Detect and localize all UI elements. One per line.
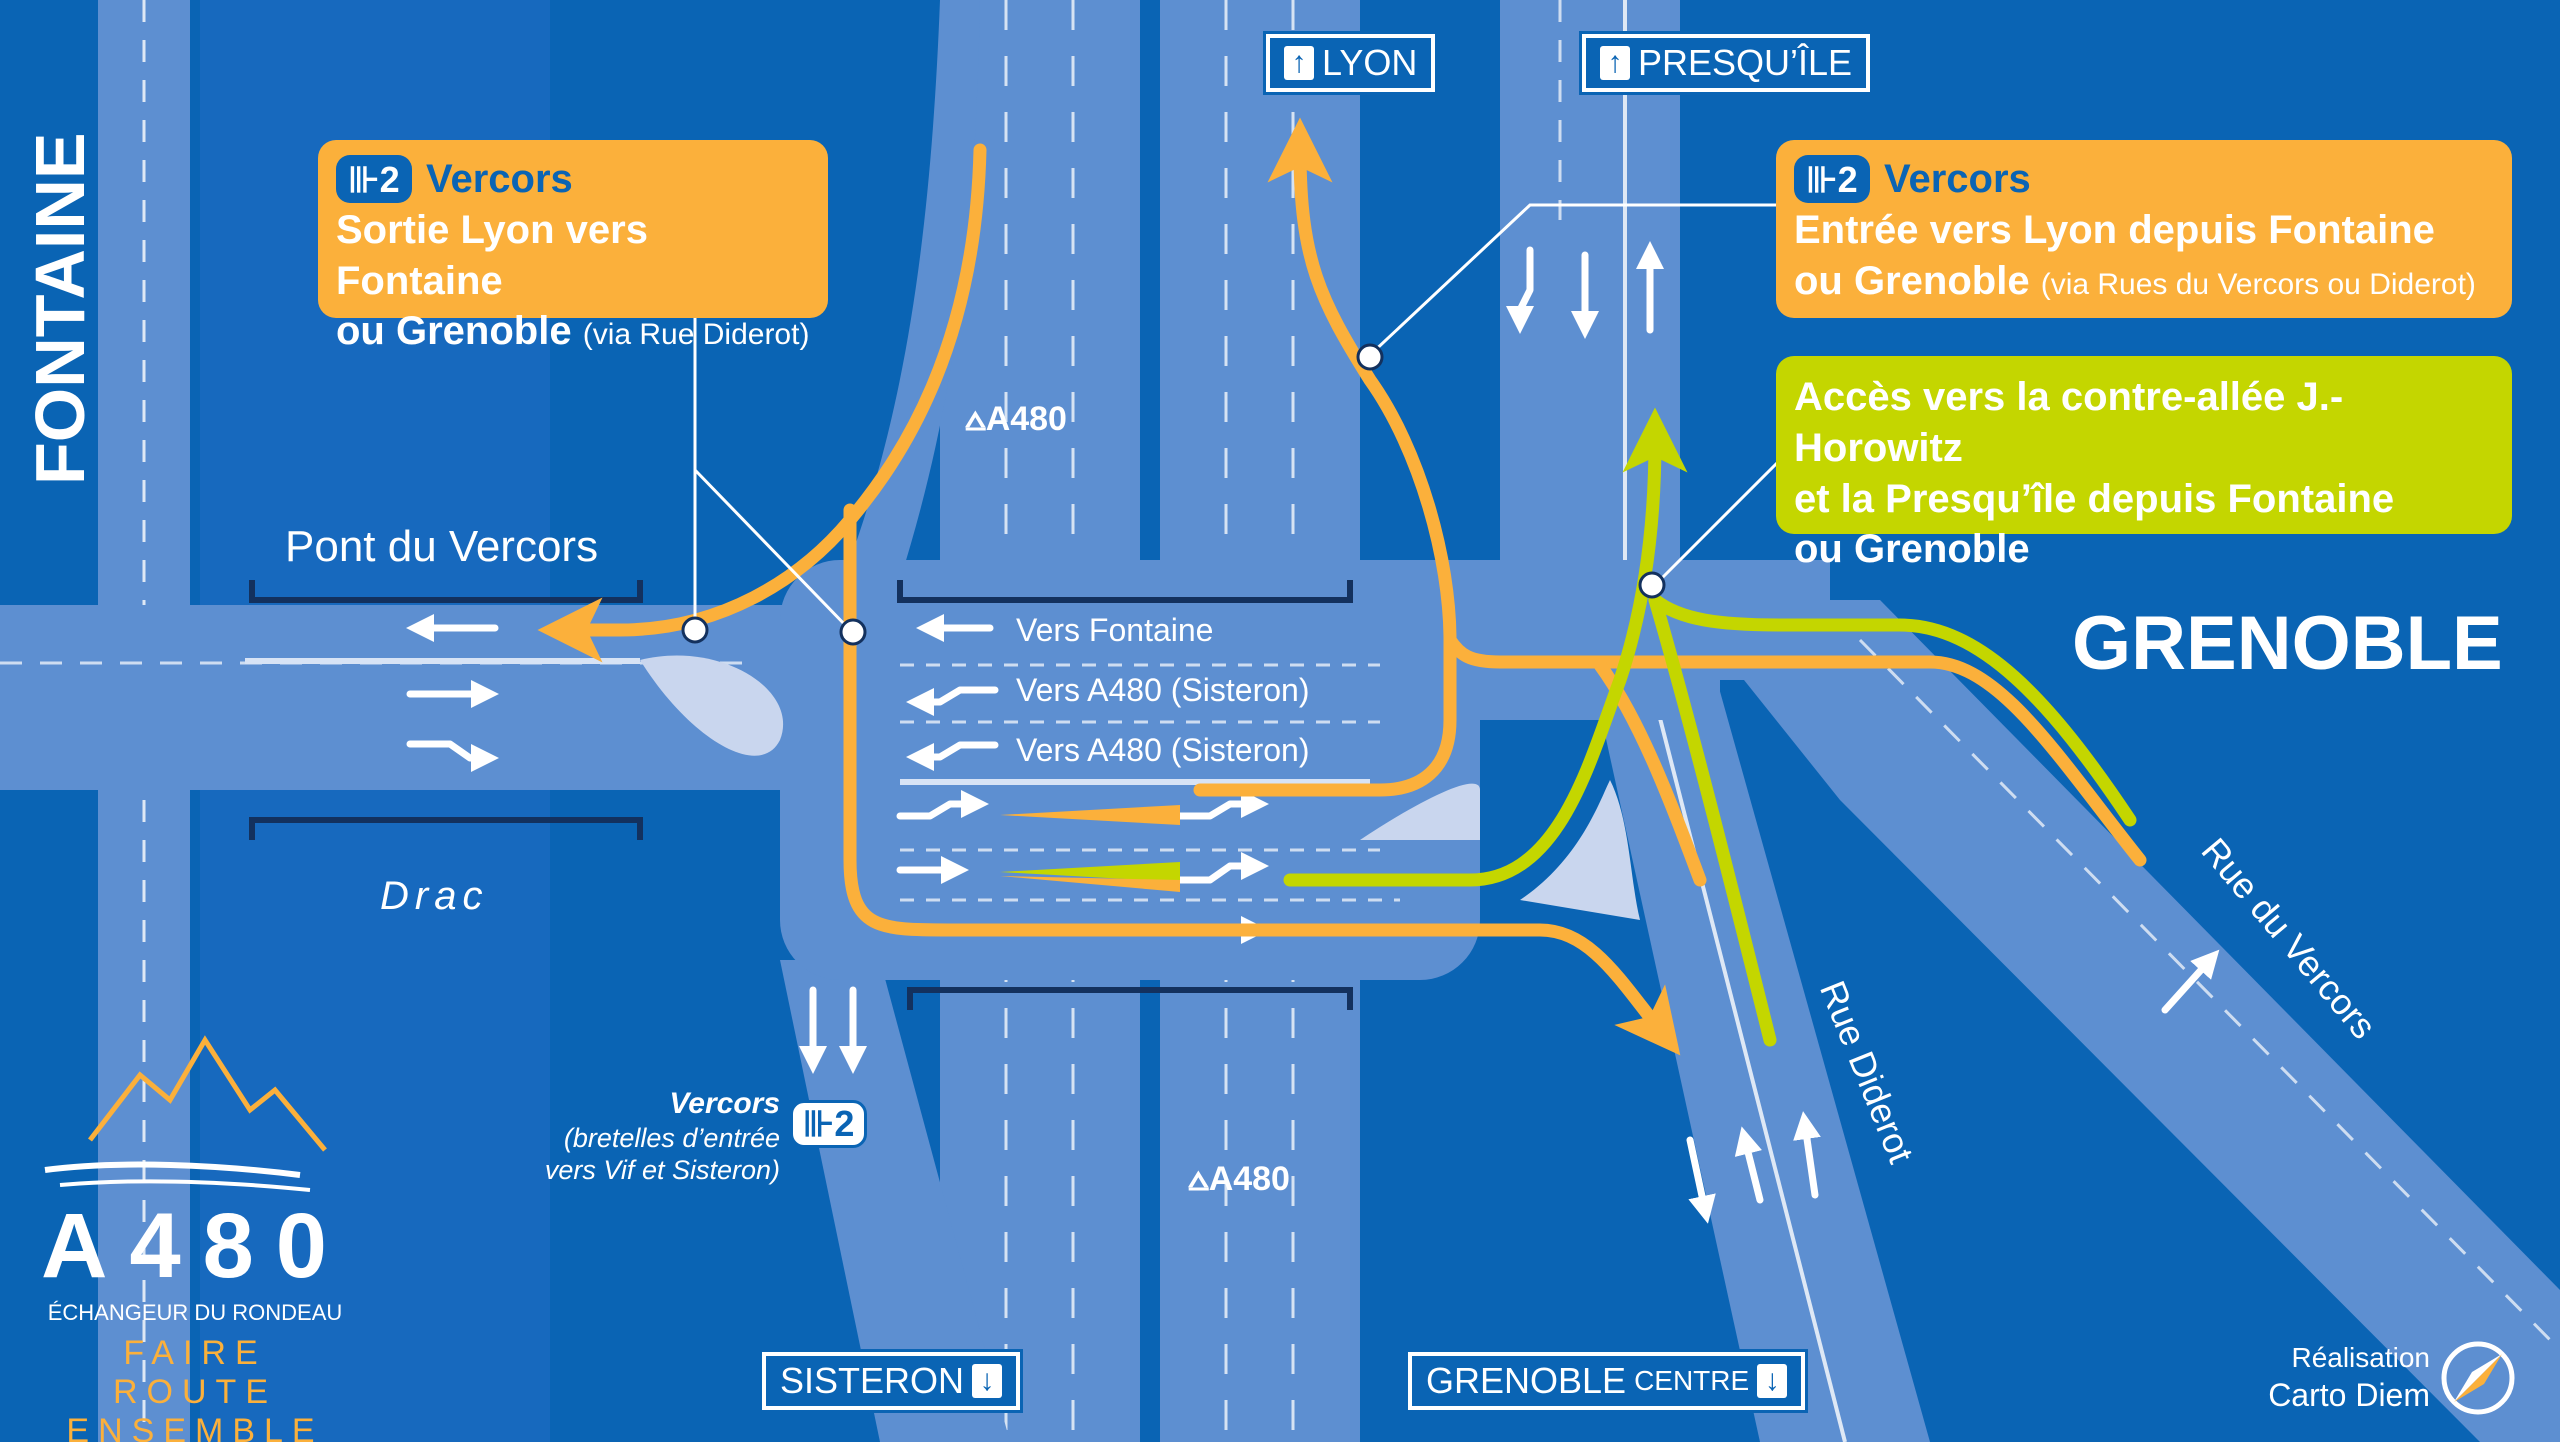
callout-green-line1: Accès vers la contre-allée J.-Horowitz xyxy=(1794,375,2344,470)
island-centre xyxy=(1360,783,1480,840)
lane-label-a480-2: Vers A480 (Sisteron) xyxy=(1016,732,1310,768)
credit-block: Réalisation Carto Diem xyxy=(2230,1340,2430,1415)
leader-dot-sortie xyxy=(681,616,709,644)
callout-right-title: Vercors xyxy=(1884,157,2031,201)
exit-note-title: Vercors xyxy=(669,1087,780,1120)
credit-line1: Réalisation xyxy=(2291,1342,2430,1373)
exit-note-line1: (bretelles d’entrée xyxy=(563,1123,780,1153)
brand-block: A480 ÉCHANGEUR DU RONDEAU FAIRE ROUTE EN… xyxy=(40,1200,350,1442)
sign-centre-label: CENTRE xyxy=(1634,1365,1750,1396)
arrow-down-icon: ↓ xyxy=(972,1364,1003,1398)
exit-note-line2: vers Vif et Sisteron) xyxy=(544,1155,780,1186)
sign-grenoble-label: GRENOBLE xyxy=(1426,1360,1627,1401)
sign-sisteron-label: SISTERON xyxy=(780,1360,965,1401)
arrow-down-icon: ↓ xyxy=(1757,1364,1788,1398)
route-presquile xyxy=(1283,407,1688,887)
bridge-label: Pont du Vercors xyxy=(285,522,599,571)
lane-label-a480-1: Vers A480 (Sisteron) xyxy=(1016,672,1310,708)
route-entree-lyon xyxy=(1193,150,1457,797)
motorway-icon: ⩟ xyxy=(965,400,986,438)
arrow-up-icon: ↑ xyxy=(1600,46,1630,80)
leader-dot-entree xyxy=(1356,343,1384,371)
route-rue-diderot xyxy=(1373,923,1681,1056)
motorway-label-bottom: ⩟A480 xyxy=(1188,1160,1290,1199)
callout-left-line2: ou Grenoble xyxy=(336,309,572,354)
lane-label-fontaine: Vers Fontaine xyxy=(1016,612,1214,648)
credit-line2: Carto Diem xyxy=(2268,1377,2430,1413)
city-label-fontaine: FONTAINE xyxy=(21,132,99,485)
mountain-logo-icon xyxy=(88,1035,327,1152)
callout-right-line2: ou Grenoble xyxy=(1794,258,2030,303)
brand-tag1: FAIRE ROUTE xyxy=(113,1334,277,1411)
arrow-up-icon: ↑ xyxy=(1284,46,1314,80)
road-rue-du-vercors xyxy=(1680,600,2560,1442)
exit-note: Vercors (bretelles d’entrée vers Vif et … xyxy=(500,1086,780,1187)
motorway-bottom-label: A480 xyxy=(1208,1160,1290,1198)
callout-sortie-lyon: ⊪2 Vercors Sortie Lyon vers Fontaine ou … xyxy=(318,140,828,353)
city-label-grenoble: GRENOBLE xyxy=(2072,601,2503,686)
callout-right-note: (via Rues du Vercors ou Diderot) xyxy=(2040,267,2476,301)
island-west xyxy=(640,655,784,756)
sign-lyon-label: LYON xyxy=(1322,42,1418,83)
brand-title: A480 xyxy=(41,1195,349,1297)
river-label: Drac xyxy=(380,874,489,918)
exit-2-icon: ⊪2 xyxy=(790,1100,868,1148)
exit-2-icon: ⊪2 xyxy=(1794,155,1870,204)
compass-icon xyxy=(2441,1341,2515,1415)
sign-lyon: ↑ LYON xyxy=(1266,34,1436,92)
ramp-north-west xyxy=(850,0,980,580)
sign-presquile-label: PRESQU’ÎLE xyxy=(1638,42,1853,83)
island-east xyxy=(1520,780,1640,920)
sign-sisteron: SISTERON ↓ xyxy=(762,1352,1021,1410)
callout-green-line2: et la Presqu’île depuis Fontaine xyxy=(1794,476,2395,521)
callout-green-line3: ou Grenoble xyxy=(1794,527,2030,572)
motorway-top-label: A480 xyxy=(985,400,1067,438)
callout-left-line1: Sortie Lyon vers Fontaine xyxy=(336,207,648,303)
callout-right-line1: Entrée vers Lyon depuis Fontaine xyxy=(1794,207,2435,252)
leader-dot-sortie-2 xyxy=(839,618,867,646)
sign-presquile: ↑ PRESQU’ÎLE xyxy=(1582,34,1871,92)
sign-grenoble-centre: GRENOBLE CENTRE ↓ xyxy=(1408,1352,1806,1410)
motorway-label-top: ⩟A480 xyxy=(965,400,1067,439)
callout-left-title: Vercors xyxy=(426,157,573,201)
exit-2-icon: ⊪2 xyxy=(336,155,412,204)
callout-entree-lyon: ⊪2 Vercors Entrée vers Lyon depuis Fonta… xyxy=(1776,140,2512,318)
callout-presquile: Accès vers la contre-allée J.-Horowitz e… xyxy=(1776,356,2512,571)
road-rue-diderot xyxy=(1580,620,1930,1442)
brand-subtitle: ÉCHANGEUR DU RONDEAU xyxy=(47,1300,343,1325)
motorway-icon: ⩟ xyxy=(1188,1160,1209,1198)
brand-tag2: ENSEMBLE xyxy=(66,1412,324,1442)
road-sisteron-ramp xyxy=(780,960,1010,1442)
callout-left-note: (via Rue Diderot) xyxy=(582,318,810,352)
leader-dot-presquile xyxy=(1638,571,1666,599)
